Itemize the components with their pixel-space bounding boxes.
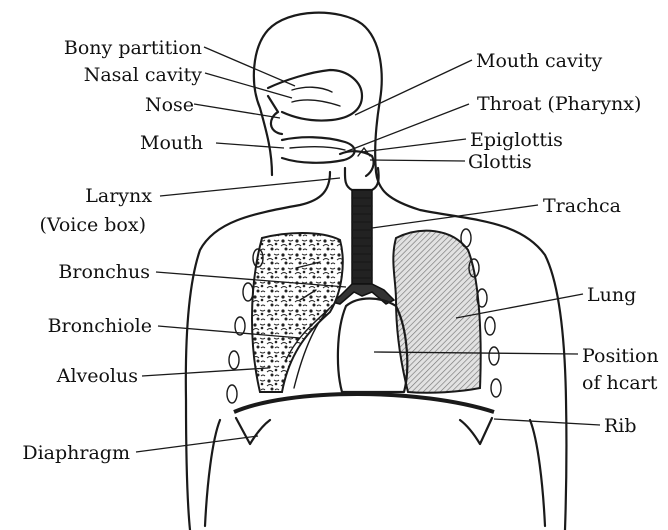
- label-trachea: Trachca: [543, 195, 621, 217]
- label-larynx: Larynx: [85, 185, 152, 207]
- label-nose: Nose: [145, 94, 194, 116]
- label-of-heart: of hcart: [582, 372, 658, 394]
- trachea: [345, 168, 379, 284]
- diaphragm: [234, 394, 494, 444]
- label-bony-partition: Bony partition: [64, 37, 202, 59]
- label-glottis: Glottis: [468, 151, 532, 173]
- label-epiglottis: Epiglottis: [470, 129, 563, 151]
- label-throat: Throat (Pharynx): [477, 93, 641, 115]
- label-alveolus: Alveolus: [56, 365, 138, 387]
- label-rib: Rib: [604, 415, 637, 437]
- label-bronchiole: Bronchiole: [48, 315, 152, 337]
- body-outline: [186, 13, 567, 530]
- label-lung: Lung: [587, 284, 636, 306]
- head-airways: [268, 70, 374, 176]
- labels-left: Bony partition Nasal cavity Nose Mouth L…: [22, 37, 203, 464]
- label-bronchus: Bronchus: [58, 261, 150, 283]
- label-voice-box: (Voice box): [39, 214, 146, 236]
- label-mouth: Mouth: [140, 132, 203, 154]
- label-position: Position: [582, 345, 659, 367]
- label-mouth-cavity: Mouth cavity: [476, 50, 602, 72]
- label-diaphragm: Diaphragm: [22, 442, 130, 464]
- label-nasal-cavity: Nasal cavity: [84, 64, 203, 86]
